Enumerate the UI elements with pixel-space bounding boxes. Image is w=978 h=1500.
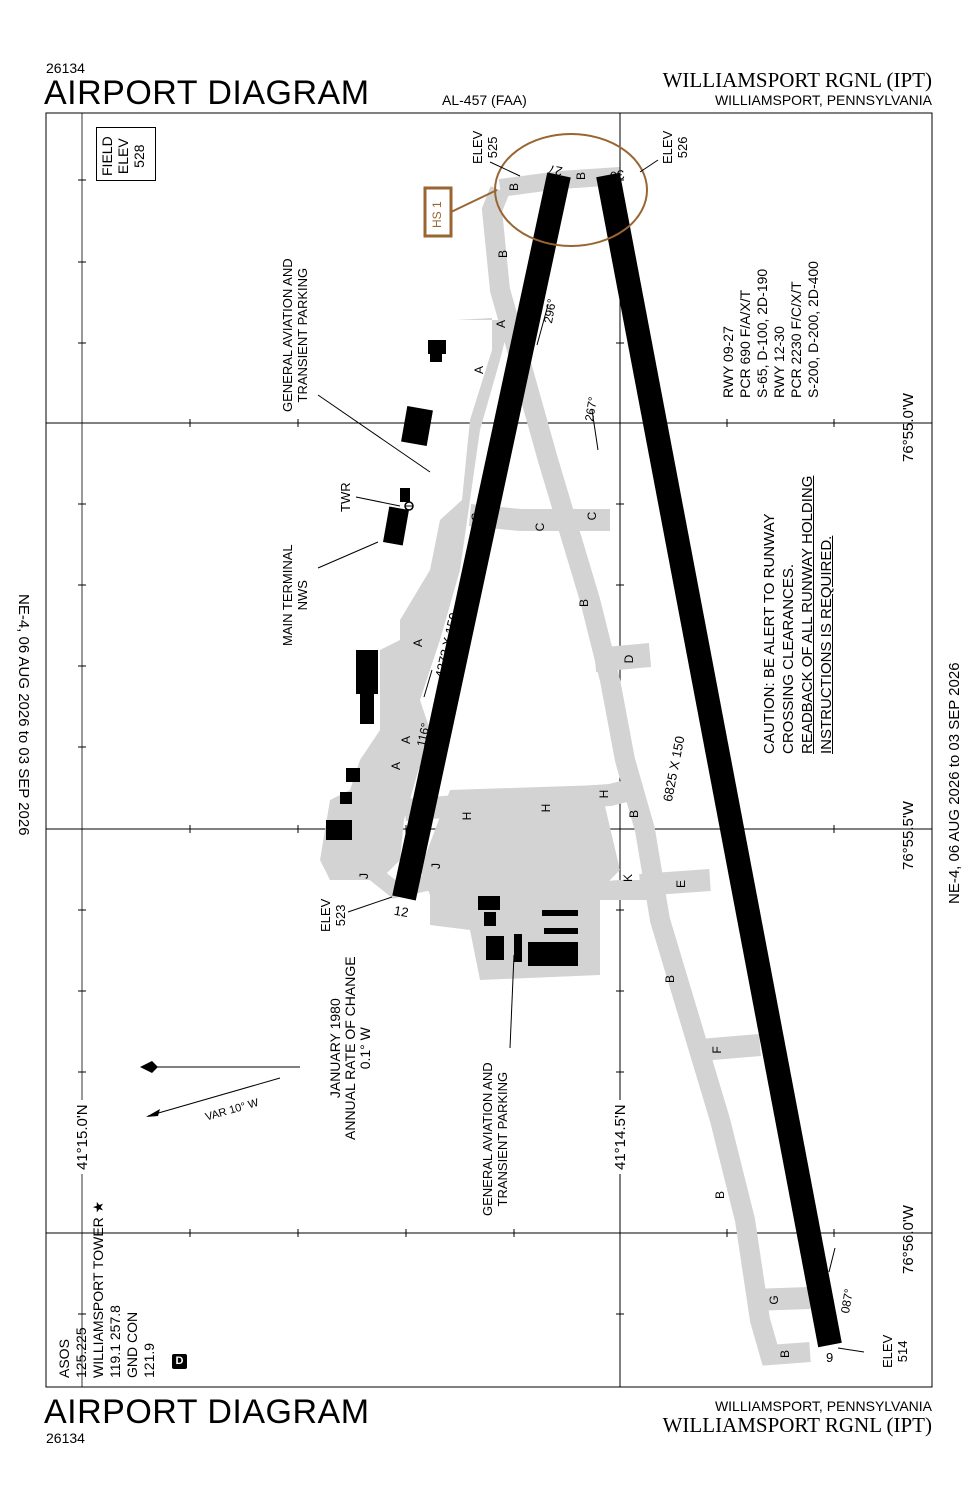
tw-a-5: A [399, 736, 413, 744]
tw-b-5: B [627, 810, 641, 818]
procedure-id: AL-457 (FAA) [442, 92, 527, 108]
mag-north-arrowhead [146, 1109, 160, 1117]
taxiway-d [593, 643, 652, 672]
taxiway-g [749, 1287, 811, 1311]
footer-airport-name: WILLIAMSPORT RGNL (IPT) [662, 1413, 932, 1437]
footer-chart-number: 26134 [46, 1430, 85, 1446]
asos-frequency: 125.225 [73, 1327, 89, 1378]
tower-frequency: 119.1 257.8 [107, 1305, 123, 1378]
leaders [147, 159, 865, 1353]
tw-b-1: B [507, 183, 521, 191]
tw-e: E [674, 880, 688, 888]
runway-9-27 [596, 172, 842, 1348]
tower-label: WILLIAMSPORT TOWER [90, 1217, 106, 1378]
taxiway-f [699, 1034, 761, 1061]
south-ga-apron [380, 880, 650, 980]
tw-a-1: A [494, 320, 508, 328]
chart-title: AIRPORT DIAGRAM [44, 74, 370, 112]
tw-h-1: H [460, 812, 474, 821]
lat-label-1: 41°15.0'N [74, 1100, 91, 1174]
lon-label-2: 76°55.5'W [900, 801, 917, 870]
runway-info-block: RWY 09-27 PCR 690 F/A/X/T S-65, D-100, 2… [720, 261, 821, 398]
tw-f: F [710, 1046, 724, 1053]
footer-city-state: WILLIAMSPORT, PENNSYLVANIA [714, 1398, 932, 1414]
ga-apron-north [320, 318, 510, 880]
tw-b-3: B [496, 250, 510, 258]
gnd-frequency: 121.9 [141, 1342, 157, 1378]
tw-b-4: B [577, 599, 591, 607]
chart-number: 26134 [46, 60, 85, 76]
runway-end-30: 30 [608, 166, 626, 185]
runway-end-9: 9 [826, 1350, 834, 1365]
runway-end-12: 12 [392, 902, 410, 921]
runways [392, 172, 842, 1348]
caution-note: CAUTION: BE ALERT TO RUNWAY CROSSING CLE… [761, 475, 835, 754]
tower-label: TWR [338, 482, 353, 512]
south-apron [420, 785, 620, 895]
runway-12-30 [392, 172, 571, 901]
city-state: WILLIAMSPORT, PENNSYLVANIA [714, 92, 932, 108]
tw-d: D [622, 654, 636, 663]
tw-b-2: B [574, 172, 588, 180]
tw-a-4: A [389, 762, 403, 770]
true-north-arrowhead [140, 1061, 158, 1073]
taxiway-e [639, 869, 711, 896]
tw-a-3: A [411, 639, 425, 647]
taxiway-labels: B B B A A C C C B A D A A H H H B J J K … [357, 172, 792, 1358]
comms-block: ASOS 125.225 WILLIAMSPORT TOWER ★ 119.1 … [56, 1201, 158, 1378]
tw-h-2: H [539, 804, 553, 813]
gnd-con-label: GND CON [124, 1311, 140, 1378]
tw-c-1: C [469, 512, 483, 521]
tw-j-1: J [357, 873, 371, 879]
tw-a-2: A [472, 366, 486, 374]
hot-spot-label[interactable]: HS 1 [430, 201, 444, 228]
hot-spot-leader [450, 189, 498, 213]
atis-badge: D [172, 1354, 187, 1369]
lon-label-3: 76°56.0'W [900, 1205, 917, 1274]
footer-title: AIRPORT DIAGRAM [44, 1393, 370, 1431]
star-icon: ★ [90, 1200, 106, 1214]
field-elev-box [96, 127, 156, 181]
lat-label-2: 41°14.5'N [612, 1100, 629, 1174]
lon-label-1: 76°55.0'W [900, 393, 917, 462]
tw-c-3: C [585, 511, 599, 520]
tower-symbol [404, 501, 414, 511]
tw-g: G [767, 1295, 781, 1304]
airport-name: WILLIAMSPORT RGNL (IPT) [662, 68, 932, 92]
runway-end-27: 27 [546, 161, 564, 180]
tw-b-7: B [713, 1191, 727, 1199]
tw-c-2: C [533, 522, 547, 531]
tw-h-3: H [597, 790, 611, 799]
tw-b-6: B [663, 975, 677, 983]
tw-k: K [621, 874, 635, 882]
tw-b-8: B [778, 1350, 792, 1358]
tw-j-2: J [429, 863, 443, 869]
map-frame [45, 112, 933, 1388]
buildings [326, 340, 578, 966]
asos-label: ASOS [56, 1339, 72, 1378]
